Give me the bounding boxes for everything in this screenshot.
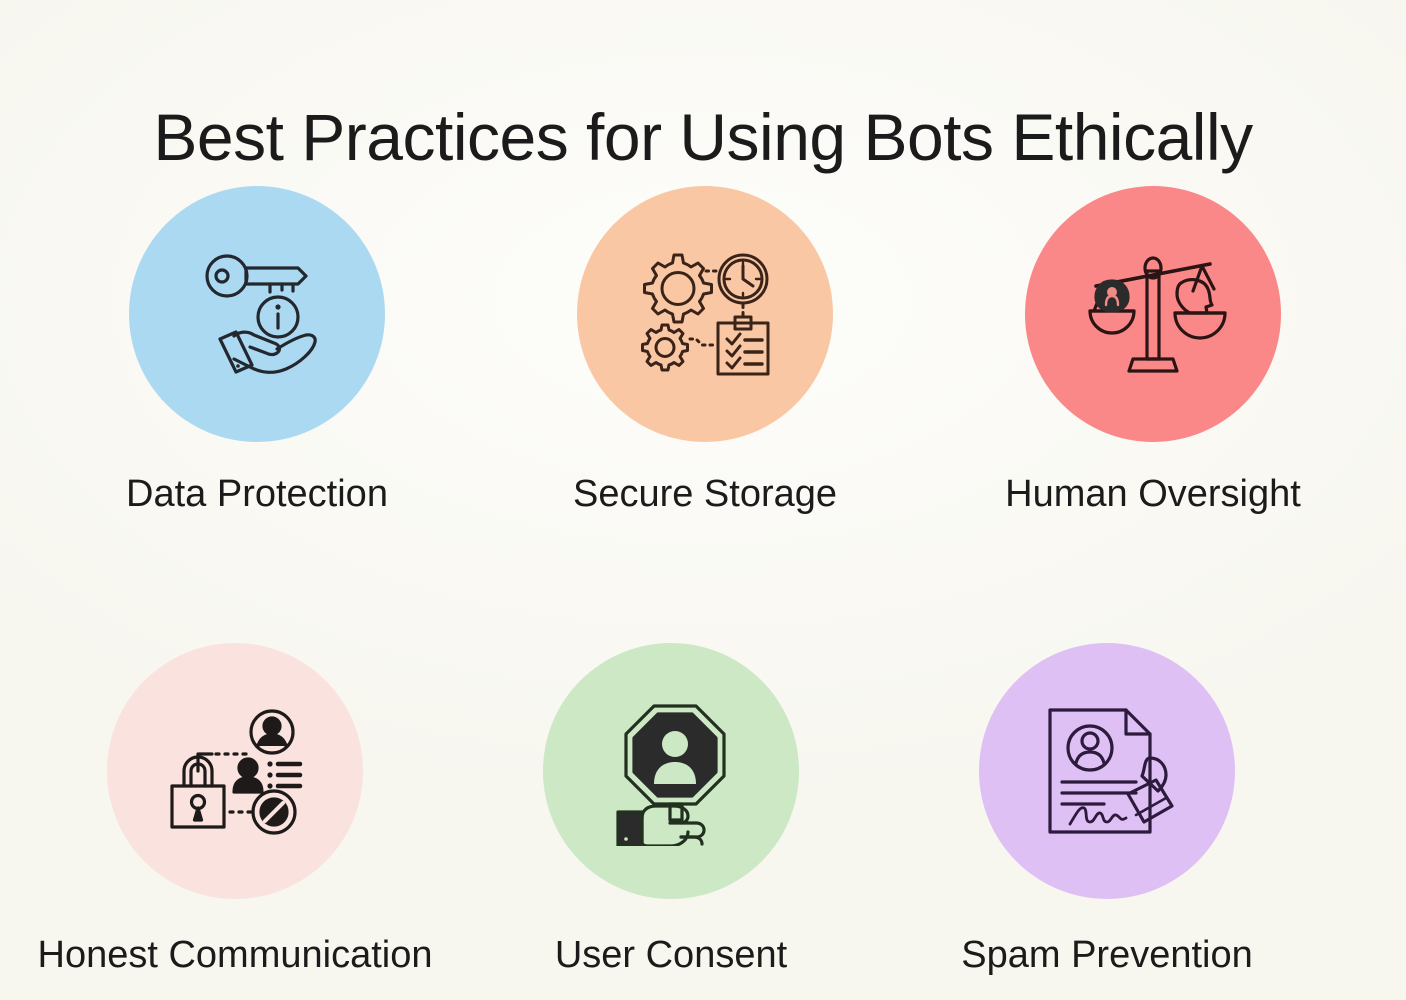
icon-circle-user-consent <box>543 643 799 899</box>
page-title: Best Practices for Using Bots Ethically <box>153 100 1253 175</box>
practice-card-spam-prevention[interactable]: Spam Prevention <box>922 643 1292 979</box>
practice-card-data-protection[interactable]: Data Protection <box>72 186 442 518</box>
practice-label: Honest Communication <box>37 934 433 976</box>
balance-scale-heads-icon <box>1088 256 1227 373</box>
icon-circle-data-protection <box>129 186 385 442</box>
practices-row-bottom: Honest Communication <box>28 643 1378 979</box>
practice-label: User Consent <box>554 934 788 976</box>
practice-label: Secure Storage <box>572 473 838 515</box>
icon-circle-spam-prevention <box>979 643 1235 899</box>
key-hand-info-icon <box>205 254 317 374</box>
lock-users-block-icon <box>170 709 303 835</box>
practice-card-user-consent[interactable]: User Consent <box>486 643 856 979</box>
practice-label: Spam Prevention <box>961 934 1253 976</box>
practice-card-honest-communication[interactable]: Honest Communication <box>38 643 432 979</box>
icon-circle-honest-communication <box>107 643 363 899</box>
practice-label: Human Oversight <box>1005 473 1301 515</box>
icon-circle-secure-storage <box>577 186 833 442</box>
document-signature-stamp-icon <box>1048 708 1174 834</box>
hand-holding-person-sign-icon <box>616 704 726 846</box>
icon-circle-human-oversight <box>1025 186 1281 442</box>
practice-card-secure-storage[interactable]: Secure Storage <box>520 186 890 518</box>
practices-grid: Data Protection <box>28 186 1378 979</box>
practices-row-top: Data Protection <box>28 186 1378 518</box>
practice-label: Data Protection <box>126 473 388 515</box>
gears-clock-clipboard-icon <box>641 253 770 376</box>
practice-card-human-oversight[interactable]: Human Oversight <box>968 186 1338 518</box>
